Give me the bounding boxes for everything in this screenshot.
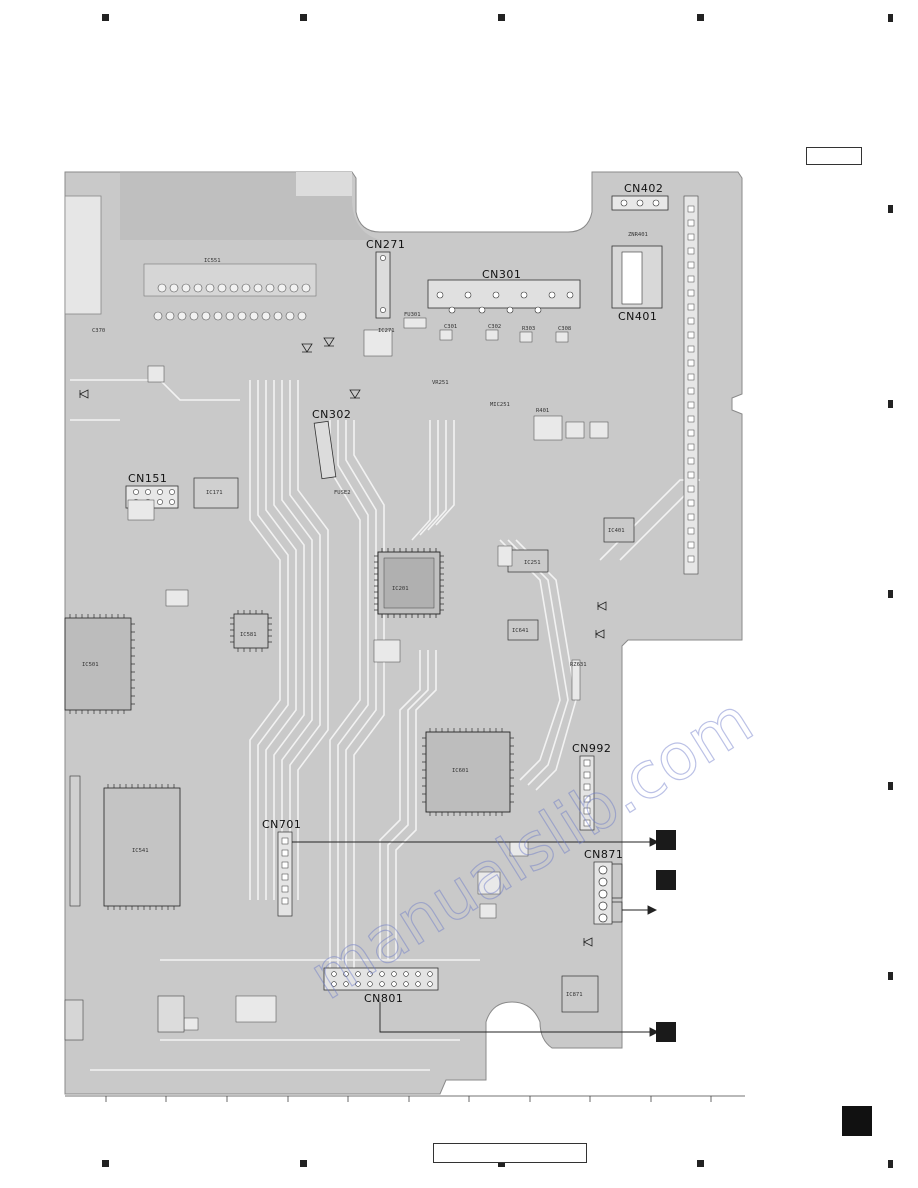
row-edge-marker — [888, 972, 893, 980]
footer-label-box — [433, 1143, 587, 1163]
left-display-window — [64, 195, 102, 315]
top-column-marker — [498, 14, 505, 21]
row-edge-marker — [888, 205, 893, 213]
svg-text:MIC251: MIC251 — [490, 402, 510, 408]
row-edge-marker — [888, 590, 893, 598]
ic601-body — [425, 731, 511, 813]
bottom-column-marker — [300, 1160, 307, 1167]
svg-text:IC541: IC541 — [132, 848, 149, 854]
reference-box-c — [656, 1022, 676, 1042]
svg-text:C308: C308 — [558, 326, 571, 332]
svg-text:ZNR401: ZNR401 — [628, 232, 648, 238]
cn302-label: CN302 — [312, 408, 351, 421]
ic551-pads — [153, 283, 311, 321]
svg-text:IC641: IC641 — [512, 628, 529, 634]
ic581-body — [233, 613, 269, 649]
svg-text:IC581: IC581 — [240, 632, 257, 638]
pcb-traces — [70, 379, 700, 1071]
cn801-body — [323, 967, 439, 991]
cn701-label: CN701 — [262, 818, 301, 831]
row-edge-marker — [888, 14, 893, 22]
ic641-body — [507, 619, 539, 641]
ic401-body — [603, 517, 635, 543]
cn151-label: CN151 — [128, 472, 167, 485]
svg-text:C302: C302 — [488, 324, 501, 330]
svg-text:IC871: IC871 — [566, 992, 583, 998]
svg-text:C370: C370 — [92, 328, 105, 334]
right-pin-strip — [683, 195, 699, 575]
ic171-body — [193, 477, 239, 509]
svg-text:FUSE2: FUSE2 — [334, 490, 351, 496]
leader-arrows — [292, 837, 660, 1037]
row-edge-marker — [888, 400, 893, 408]
cn401-label: CN401 — [618, 310, 657, 323]
cn801-label: CN801 — [364, 992, 403, 1005]
reference-box-a — [656, 830, 676, 850]
cn301-body — [427, 279, 581, 309]
cn271-body — [375, 251, 391, 319]
cn871-label: CN871 — [584, 848, 623, 861]
top-column-marker — [300, 14, 307, 21]
cn301-label: CN301 — [482, 268, 521, 281]
svg-text:R303: R303 — [522, 326, 535, 332]
svg-text:IC171: IC171 — [206, 490, 223, 496]
svg-text:IC401: IC401 — [608, 528, 625, 534]
row-edge-marker — [888, 1160, 893, 1168]
svg-text:RZ631: RZ631 — [570, 662, 587, 668]
svg-text:IC551: IC551 — [204, 258, 221, 264]
top-column-marker — [697, 14, 704, 21]
bottom-column-marker — [498, 1160, 505, 1167]
pcb-board-outline — [64, 171, 743, 1095]
svg-text:VR251: VR251 — [432, 380, 449, 386]
svg-text:IC201: IC201 — [392, 586, 409, 592]
row-edge-marker — [888, 782, 893, 790]
svg-text:FU301: FU301 — [404, 312, 421, 318]
cn271-label: CN271 — [366, 238, 405, 251]
cn402-label: CN402 — [624, 182, 663, 195]
ic871-body — [561, 975, 599, 1013]
cn992-label: CN992 — [572, 742, 611, 755]
ic541-body — [103, 787, 181, 907]
svg-text:IC251: IC251 — [524, 560, 541, 566]
small-components — [127, 317, 609, 1031]
page-corner-tag — [842, 1106, 872, 1136]
svg-text:IC501: IC501 — [82, 662, 99, 668]
reference-box-b — [656, 870, 676, 890]
svg-text:C301: C301 — [444, 324, 457, 330]
ic501-body — [64, 617, 132, 711]
section-label-box — [806, 147, 862, 165]
cn992-body — [579, 755, 595, 831]
svg-text:R401: R401 — [536, 408, 549, 414]
svg-text:IC601: IC601 — [452, 768, 469, 774]
bottom-column-marker — [697, 1160, 704, 1167]
svg-text:IC271: IC271 — [378, 328, 395, 334]
top-column-marker — [102, 14, 109, 21]
bottom-scale-rule — [65, 1095, 745, 1102]
bottom-column-marker — [102, 1160, 109, 1167]
cn302-body — [313, 420, 337, 480]
